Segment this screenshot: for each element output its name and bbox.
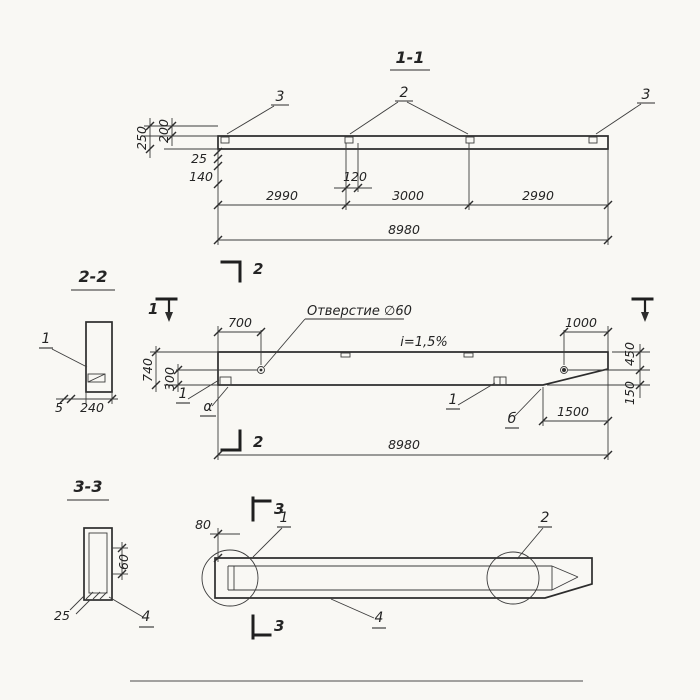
support-plate-left: [219, 376, 232, 386]
top-plate-mark: [463, 352, 474, 358]
section-2-2-outline: [85, 321, 113, 393]
dim-2990-left: 2990: [266, 188, 298, 203]
hatching: [85, 591, 108, 600]
label-plate-3-right: 3: [642, 87, 651, 103]
cut-label-3: 3: [274, 617, 284, 635]
section-cut-marker-2-bottom: 2: [220, 429, 263, 452]
plan-outline: [214, 557, 593, 599]
cut-label-2: 2: [253, 260, 263, 278]
dim-1000: 1000: [565, 315, 597, 330]
embedded-plates: [220, 136, 598, 144]
dim-60: 60: [116, 554, 131, 570]
section-cut-marker-3-top: 3: [251, 496, 284, 522]
plan-inner-lines: [227, 565, 579, 591]
dim-25-wall: 25: [54, 608, 70, 623]
dim-740: 740: [140, 358, 155, 382]
cut-label-1: 1: [148, 300, 158, 318]
hole-note: Отверстие ∅60: [307, 304, 412, 319]
elevation-view: 2 2 1 Отверстие ∅60: [140, 260, 654, 460]
detail-circle-right: [486, 551, 540, 605]
section-cut-marker-3-bottom: 3: [251, 614, 284, 640]
plan-dimensions: 80: [195, 517, 240, 563]
label-b: б: [508, 411, 517, 427]
section-cut-marker-1-right: [631, 297, 654, 322]
label-ref-1: 1: [280, 510, 289, 526]
label-plate-3-left: 3: [276, 89, 285, 105]
dim-450: 450: [622, 342, 637, 366]
bearing-plate: [87, 373, 106, 383]
top-plate-mark: [340, 352, 351, 358]
plate-leaders: 3 2 3: [226, 85, 655, 135]
label-ref-4: 4: [142, 609, 151, 625]
view-title-2-2: 2-2: [79, 267, 108, 286]
section-cut-marker-2-top: 2: [220, 260, 263, 283]
dim-700: 700: [228, 315, 252, 330]
detail-circle-left: [201, 549, 259, 607]
hole-left: [257, 366, 265, 374]
dim-3000: 3000: [392, 188, 424, 203]
dim-120: 120: [343, 169, 367, 184]
cut-label-2: 2: [253, 433, 263, 451]
view-title-1-1: 1-1: [396, 48, 425, 67]
dim-25: 25: [191, 151, 207, 166]
section-1-1-view: 1-1 3 2 3 250: [134, 48, 655, 245]
label-ref-4: 4: [375, 610, 384, 626]
section-3-3-inner: [88, 532, 108, 594]
dim-5: 5: [55, 400, 63, 415]
hole-callout: Отверстие ∅60: [263, 304, 412, 368]
section-3-3-view: 3-3 60 25 4: [54, 477, 154, 628]
section-2-2-view: 2-2 1 5 240: [39, 267, 118, 415]
label-ref-1: 1: [42, 331, 51, 347]
elevation-labels: 1 α 1 б: [176, 379, 542, 429]
dim-140: 140: [189, 169, 213, 184]
dim-250: 250: [134, 126, 149, 150]
view-direction-arrow: [165, 312, 173, 322]
plan-labels: 1 2 4: [252, 510, 552, 629]
hole-right: [560, 366, 568, 374]
beam-outline-1-1: [217, 135, 609, 150]
section-cut-marker-1-left: 1: [148, 297, 178, 322]
dim-200: 200: [156, 119, 171, 143]
left-dimension-stack: 250 200 25 140: [134, 118, 223, 245]
section-3-3-dimensions: 60 25: [54, 542, 131, 623]
dim-8980-top: 8980: [388, 222, 420, 237]
slope-note: i=1,5%: [400, 335, 448, 350]
plan-view: 3 3 80 1 2: [195, 496, 593, 640]
label-ref-1-right: 1: [449, 392, 458, 408]
label-plate-2: 2: [400, 85, 409, 101]
dim-2990-right: 2990: [522, 188, 554, 203]
beam-outline-elevation: [217, 351, 609, 386]
dim-240: 240: [80, 400, 104, 415]
label-alpha: α: [203, 399, 213, 415]
label-ref-2: 2: [541, 510, 550, 526]
dim-80: 80: [195, 517, 211, 532]
cut-label-3: 3: [274, 500, 284, 518]
view-title-3-3: 3-3: [74, 477, 103, 496]
section-2-2-dimensions: 5 240: [55, 392, 118, 415]
label-ref-1-left: 1: [179, 386, 188, 402]
view-direction-arrow: [641, 312, 649, 322]
dim-300: 300: [162, 367, 177, 391]
section-3-3-outline: [83, 527, 113, 601]
length-dimensions: 120 2990 3000 2990 8980: [213, 143, 613, 245]
dim-150: 150: [622, 381, 637, 405]
dim-1500: 1500: [557, 404, 589, 419]
elevation-dimensions: 700 1000 740 300 450: [140, 315, 650, 460]
dim-8980-bottom: 8980: [388, 437, 420, 452]
